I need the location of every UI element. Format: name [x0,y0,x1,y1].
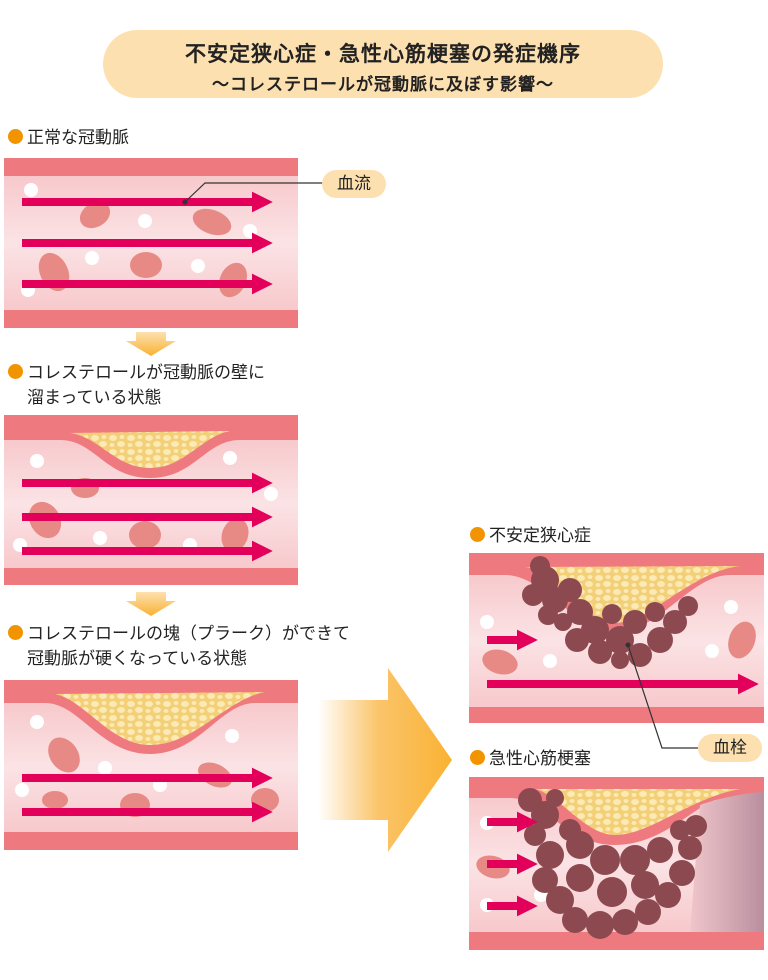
thrombus [522,556,698,669]
thrombus [518,788,707,939]
panel-unstable-angina [469,553,764,749]
plaque [55,692,265,745]
red-blood-cells [13,451,278,552]
ischemic-region [690,792,764,932]
diagram-title: 不安定狭心症・急性心筋梗塞の発症機序 ～コレステロールが冠動脈に及ぼす影響～ [103,30,663,98]
bullet-dot-icon [470,527,485,542]
blood-flow-arrows [22,472,273,562]
progression-arrow-icon [318,668,452,852]
blood-flow-arrows [487,629,759,695]
down-arrow-icon [126,592,176,616]
plaque [70,431,230,468]
plaque [525,566,740,623]
thrombus-callout: 血栓 [698,734,762,762]
plaque [535,789,740,835]
title-sub: ～コレステロールが冠動脈に及ぼす影響～ [212,75,554,95]
bullet-dot-icon [8,129,23,144]
blood-flow-callout: 血流 [322,170,386,198]
bullet-dot-icon [470,750,485,765]
outcome-1-heading: 不安定狭心症 [470,524,591,549]
bullet-dot-icon [8,625,23,640]
stage-2-heading: コレステロールが冠動脈の壁に 溜まっている状態 [8,361,265,411]
bullet-dot-icon [8,364,23,379]
panel-hardened-plaque [4,680,298,850]
blood-flow-arrows [22,767,273,823]
panel-normal-artery [4,158,323,328]
down-arrow-icon [126,332,176,356]
panel-myocardial-infarction [469,777,764,950]
outcome-2-heading: 急性心筋梗塞 [470,747,591,772]
panel-cholesterol-buildup [4,415,298,585]
title-main: 不安定狭心症・急性心筋梗塞の発症機序 [185,42,581,66]
blood-flow-arrows [22,191,273,295]
stage-1-heading: 正常な冠動脈 [8,126,129,151]
red-blood-cells [480,600,756,675]
blood-flow-arrows [487,811,538,917]
stage-3-heading: コレステロールの塊（プラーク）ができて 冠動脈が硬くなっている状態 [8,622,350,672]
